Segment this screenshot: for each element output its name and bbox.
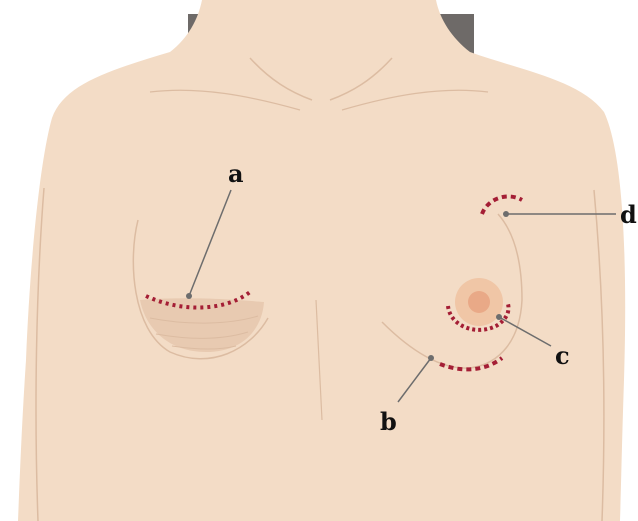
pointer-d-dot [503, 211, 509, 217]
pointer-a-dot [186, 293, 192, 299]
nipple [468, 291, 490, 313]
pointer-b-dot [428, 355, 434, 361]
pointer-c-dot [496, 314, 502, 320]
label-a: a [228, 159, 244, 188]
label-d: d [620, 200, 637, 229]
label-c: c [555, 341, 570, 370]
torso [18, 0, 625, 521]
label-b: b [380, 407, 397, 436]
